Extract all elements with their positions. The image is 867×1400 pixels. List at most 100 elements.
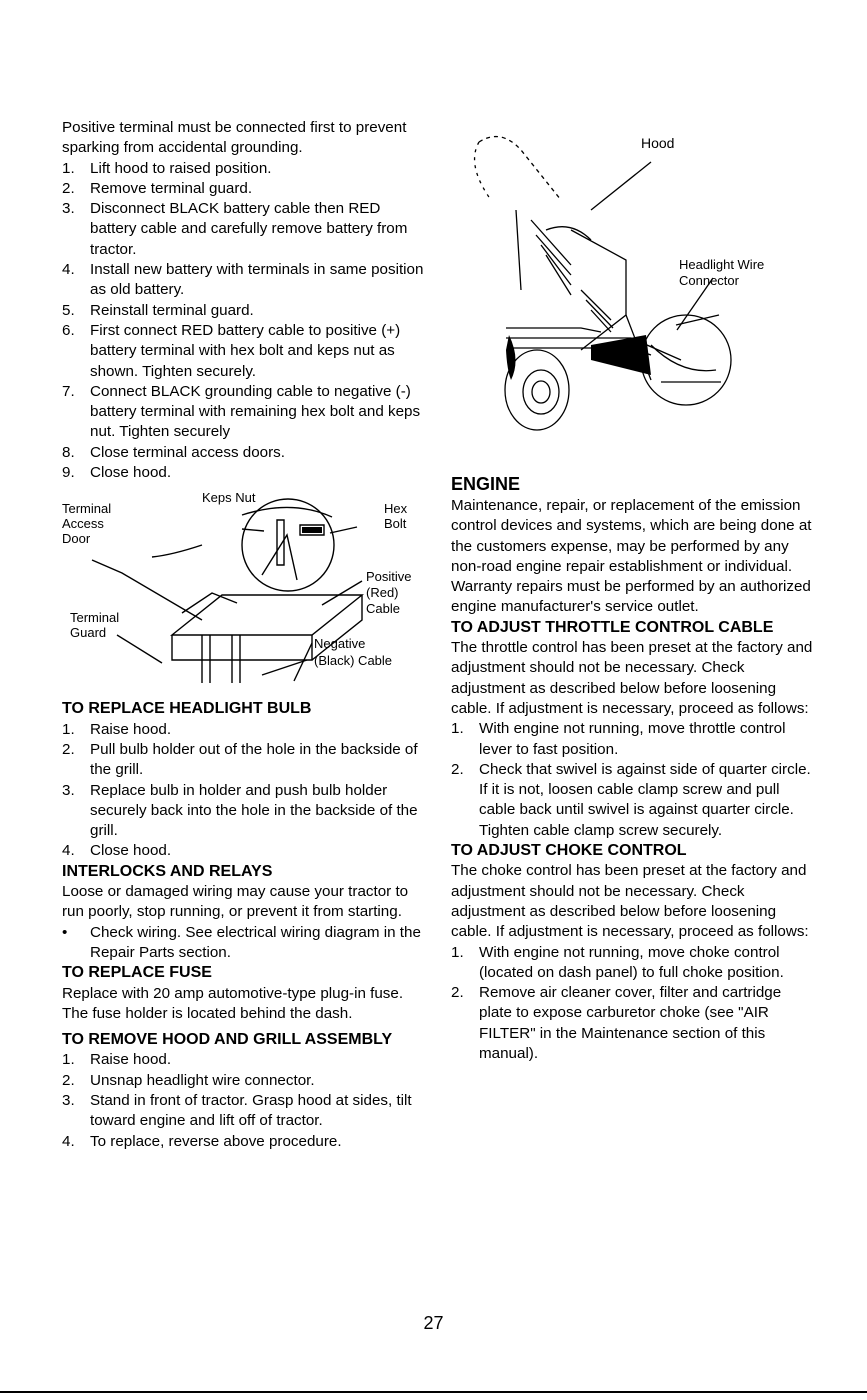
list-item-text: Reinstall terminal guard. <box>90 301 254 319</box>
list-item-number: 6. <box>62 321 75 339</box>
list-item-text: Remove air cleaner cover, filter and car… <box>479 984 782 1063</box>
fuse-heading: TO REPLACE FUSE <box>62 964 212 982</box>
list-item-text: Close hood. <box>90 842 172 860</box>
list-item-number: 3. <box>62 781 75 799</box>
list-item-text: Raise hood. <box>90 720 172 738</box>
list-item-number: 8. <box>62 443 75 461</box>
list-item-number: 1. <box>451 943 464 961</box>
fuse-text: Replace with 20 amp automotive-type plug… <box>62 984 404 1022</box>
list-item-text: Raise hood. <box>90 1051 172 1069</box>
list-item-text: Install new battery with terminals in sa… <box>90 261 424 299</box>
list-item: 8. Close terminal access doors. <box>62 443 424 463</box>
list-item: 6. First connect RED battery cable to pos… <box>62 321 424 382</box>
throttle-steps: 1. With engine not running, move throttle… <box>451 719 813 841</box>
list-item: 2. Remove air cleaner cover, filter and c… <box>451 983 813 1064</box>
list-item: 2. Unsnap headlight wire connector. <box>62 1071 424 1091</box>
headlight-heading: TO REPLACE HEADLIGHT BULB <box>62 700 312 718</box>
list-item-number: 4. <box>62 1132 75 1150</box>
list-item-number: 9. <box>62 464 75 482</box>
choke-steps: 1. With engine not running, move choke co… <box>451 943 813 1065</box>
list-item-number: 2. <box>62 179 75 197</box>
list-item-text: Check that swivel is against side of qua… <box>479 760 811 839</box>
label-positive-cable: Positive (Red) Cable <box>366 569 412 617</box>
interlocks-heading: INTERLOCKS AND RELAYS <box>62 862 273 880</box>
list-item-text: To replace, reverse above procedure. <box>90 1132 342 1150</box>
list-item-text: Connect BLACK grounding cable to negativ… <box>90 382 421 441</box>
interlocks-bullets: • Check wiring. See electrical wiring dia… <box>62 923 424 964</box>
label-hex-bolt: Hex Bolt <box>384 501 408 532</box>
headlight-steps: 1. Raise hood. 2. Pull bulb holder out of t… <box>62 720 424 862</box>
list-item: 1. Lift hood to raised position. <box>62 159 424 179</box>
hood-illustration <box>473 135 732 431</box>
list-item-number: • <box>62 923 68 941</box>
label-terminal-guard: Terminal Guard <box>70 610 120 641</box>
list-item: 9. Close hood. <box>62 463 424 483</box>
list-item-text: Replace bulb in holder and push bulb hol… <box>90 781 418 840</box>
list-item-number: 3. <box>62 200 75 218</box>
list-item-number: 1. <box>62 720 75 738</box>
list-item: 5. Reinstall terminal guard. <box>62 301 424 321</box>
battery-intro: Positive terminal must be connected firs… <box>62 119 407 157</box>
hood-steps: 1. Raise hood. 2. Unsnap headlight wire con… <box>62 1050 424 1151</box>
list-item-number: 5. <box>62 301 75 319</box>
list-item-text: Close terminal access doors. <box>90 443 285 461</box>
list-item-number: 1. <box>62 159 75 177</box>
throttle-heading: TO ADJUST THROTTLE CONTROL CABLE <box>451 618 774 636</box>
list-item: 4. To replace, reverse above procedure. <box>62 1132 424 1152</box>
list-item: 1. Raise hood. <box>62 1050 424 1070</box>
list-item-text: Remove terminal guard. <box>90 179 253 197</box>
left-column: Positive terminal must be connected firs… <box>62 118 424 1152</box>
list-item: 1. With engine not running, move throttle… <box>451 719 813 760</box>
engine-heading: ENGINE <box>451 474 521 494</box>
list-item-number: 3. <box>62 1091 75 1109</box>
list-item-text: Stand in front of tractor. Grasp hood at… <box>90 1091 412 1130</box>
list-item-text: With engine not running, move throttle c… <box>479 720 786 758</box>
right-column: Hood Headlight Wire Connector ENGINE Mai… <box>451 120 813 1064</box>
list-item-number: 1. <box>451 720 464 738</box>
list-item-text: Unsnap headlight wire connector. <box>90 1071 315 1089</box>
interlocks-text: Loose or damaged wiring may cause your t… <box>62 883 409 921</box>
list-item: 3. Stand in front of tractor. Grasp hood … <box>62 1091 424 1132</box>
list-item: 2. Check that swivel is against side of q… <box>451 760 813 841</box>
choke-text: The choke control has been preset at the… <box>451 862 809 941</box>
list-item: 7.Connect BLACK grounding cable to negat… <box>62 382 424 443</box>
list-item: 4. Install new battery with terminals in … <box>62 260 424 301</box>
label-keps-nut: Keps Nut <box>202 490 256 506</box>
throttle-text: The throttle control has been preset at … <box>451 639 813 717</box>
list-item: 1. With engine not running, move choke co… <box>451 943 813 984</box>
label-terminal-access-door: Terminal Access Door <box>62 501 112 547</box>
list-item-number: 4. <box>62 842 75 860</box>
choke-heading: TO ADJUST CHOKE CONTROL <box>451 842 687 860</box>
label-headlight-wire-connector: Headlight Wire Connector <box>679 257 765 288</box>
label-hood: Hood <box>641 135 675 151</box>
hood-heading: TO REMOVE HOOD AND GRILL ASSEMBLY <box>62 1031 393 1049</box>
list-item-text: First connect RED battery cable to posit… <box>90 321 401 380</box>
list-item-number: 2. <box>62 740 75 758</box>
list-item-text: Pull bulb holder out of the hole in the … <box>90 740 418 779</box>
list-item-number: 2. <box>451 760 464 778</box>
battery-figure: Keps Nut Terminal Access Door Hex Bolt P… <box>62 485 424 684</box>
list-item-text: Close hood. <box>90 464 172 482</box>
battery-illustration <box>91 498 364 684</box>
list-item: 1. Raise hood. <box>62 720 424 740</box>
list-item-text: Disconnect BLACK battery cable then RED … <box>90 200 408 258</box>
list-item-text: Lift hood to raised position. <box>90 159 272 177</box>
list-item: 2. Remove terminal guard. <box>62 179 424 199</box>
list-item: 3. Replace bulb in holder and push bulb h… <box>62 781 424 842</box>
battery-steps: 1. Lift hood to raised position. 2. Remove … <box>62 159 424 484</box>
label-negative-cable: Negative (Black) Cable <box>314 636 393 669</box>
list-item-text: With engine not running, move choke cont… <box>479 943 784 981</box>
list-item-number: 2. <box>62 1071 75 1089</box>
page-number: 27 <box>423 1313 444 1333</box>
list-item-text: Check wiring. See electrical wiring diag… <box>90 923 421 961</box>
list-item: 3. Disconnect BLACK battery cable then RE… <box>62 199 424 260</box>
engine-text: Maintenance, repair, or replacement of t… <box>451 497 812 616</box>
list-item-number: 1. <box>62 1051 75 1069</box>
list-item-number: 4. <box>62 261 75 279</box>
list-item-number: 2. <box>451 984 464 1002</box>
list-item: 2. Pull bulb holder out of the hole in th… <box>62 740 424 781</box>
bottom-rule <box>0 1391 867 1393</box>
list-item: • Check wiring. See electrical wiring dia… <box>62 923 424 964</box>
hood-figure: Hood Headlight Wire Connector <box>451 120 813 472</box>
list-item: 4. Close hood. <box>62 841 424 861</box>
